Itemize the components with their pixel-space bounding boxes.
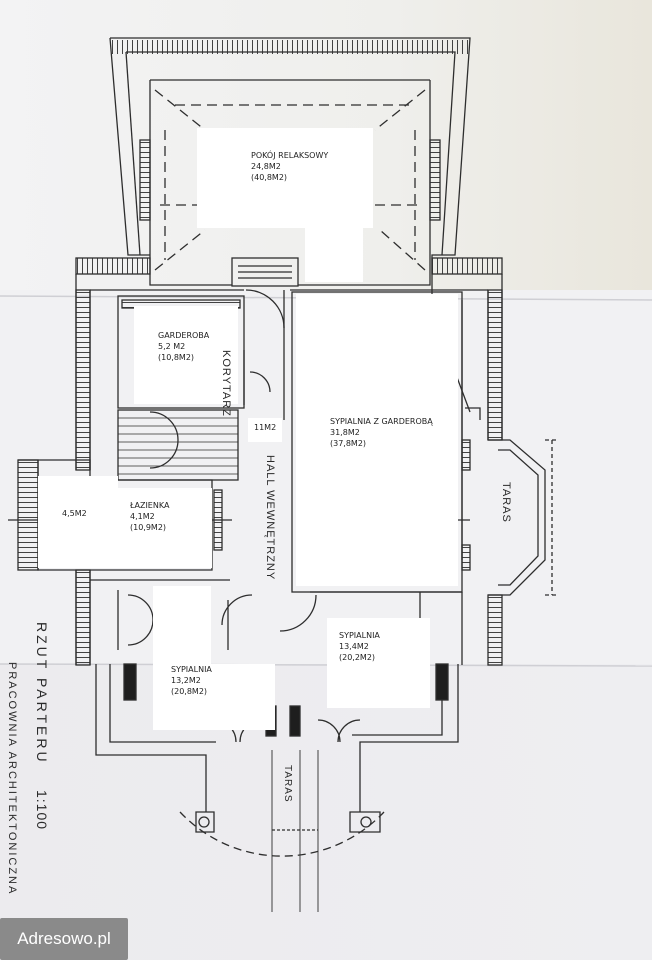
drawing-title: RZUT PARTERU xyxy=(34,622,50,765)
room-label-relax: POKÓJ RELAKSOWY 24,8M2 (40,8M2) xyxy=(197,128,373,228)
room-label-sypialnia-left-main: SYPIALNIA 13,2M2 (20,8M2) xyxy=(153,664,275,730)
studio-name: PRACOWNIA ARCHITEKTONICZNA xyxy=(6,662,18,896)
room-area: 4,1M2 xyxy=(130,512,155,521)
room-name: SYPIALNIA xyxy=(339,631,380,640)
paper-sheet-bottom xyxy=(0,664,652,960)
room-label-relax-extension xyxy=(305,226,363,282)
room-area-total: (37,8M2) xyxy=(330,439,367,448)
room-label-sypialnia-right: SYPIALNIA 13,4M2 (20,2M2) xyxy=(327,618,430,708)
room-area: 4,5M2 xyxy=(62,509,87,518)
room-area-total: (20,8M2) xyxy=(171,687,208,696)
label-hall: HALL WEWNĘTRZNY xyxy=(264,455,276,581)
room-area: 13,4M2 xyxy=(339,642,369,651)
room-area: 5,2 M2 xyxy=(158,342,186,351)
room-name: SYPIALNIA xyxy=(171,665,212,674)
room-area-total: (10,9M2) xyxy=(130,523,167,532)
room-area: 13,2M2 xyxy=(171,676,201,685)
room-name: GARDEROBA xyxy=(158,331,210,340)
room-label-wc: 4,5M2 xyxy=(38,476,118,568)
room-name: ŁAZIENKA xyxy=(130,501,170,510)
label-taras-bottom: TARAS xyxy=(282,765,293,803)
room-area-total: (10,8M2) xyxy=(158,353,195,362)
room-area-total: (20,2M2) xyxy=(339,653,376,662)
room-name: SYPIALNIA Z GARDEROBĄ xyxy=(330,417,433,426)
room-area: 24,8M2 xyxy=(251,162,281,171)
drawing-scale: 1:100 xyxy=(34,790,50,831)
room-label-sypialnia-garderoba: SYPIALNIA Z GARDEROBĄ 31,8M2 (37,8M2) xyxy=(296,294,458,586)
room-area-total: (40,8M2) xyxy=(251,173,288,182)
room-name: POKÓJ RELAKSOWY xyxy=(251,151,329,160)
label-korytarz: KORYTARZ xyxy=(220,350,232,417)
room-label-garderoba: GARDEROBA 5,2 M2 (10,8M2) xyxy=(134,306,238,404)
room-area: 31,8M2 xyxy=(330,428,360,437)
room-label-korytarz-area: 11M2 xyxy=(248,418,282,442)
adresowo-watermark: Adresowo.pl xyxy=(0,918,128,960)
room-area: 11M2 xyxy=(254,423,277,432)
room-label-lazienka: ŁAZIENKA 4,1M2 (10,9M2) xyxy=(116,488,212,568)
label-taras-right: TARAS xyxy=(500,482,512,523)
